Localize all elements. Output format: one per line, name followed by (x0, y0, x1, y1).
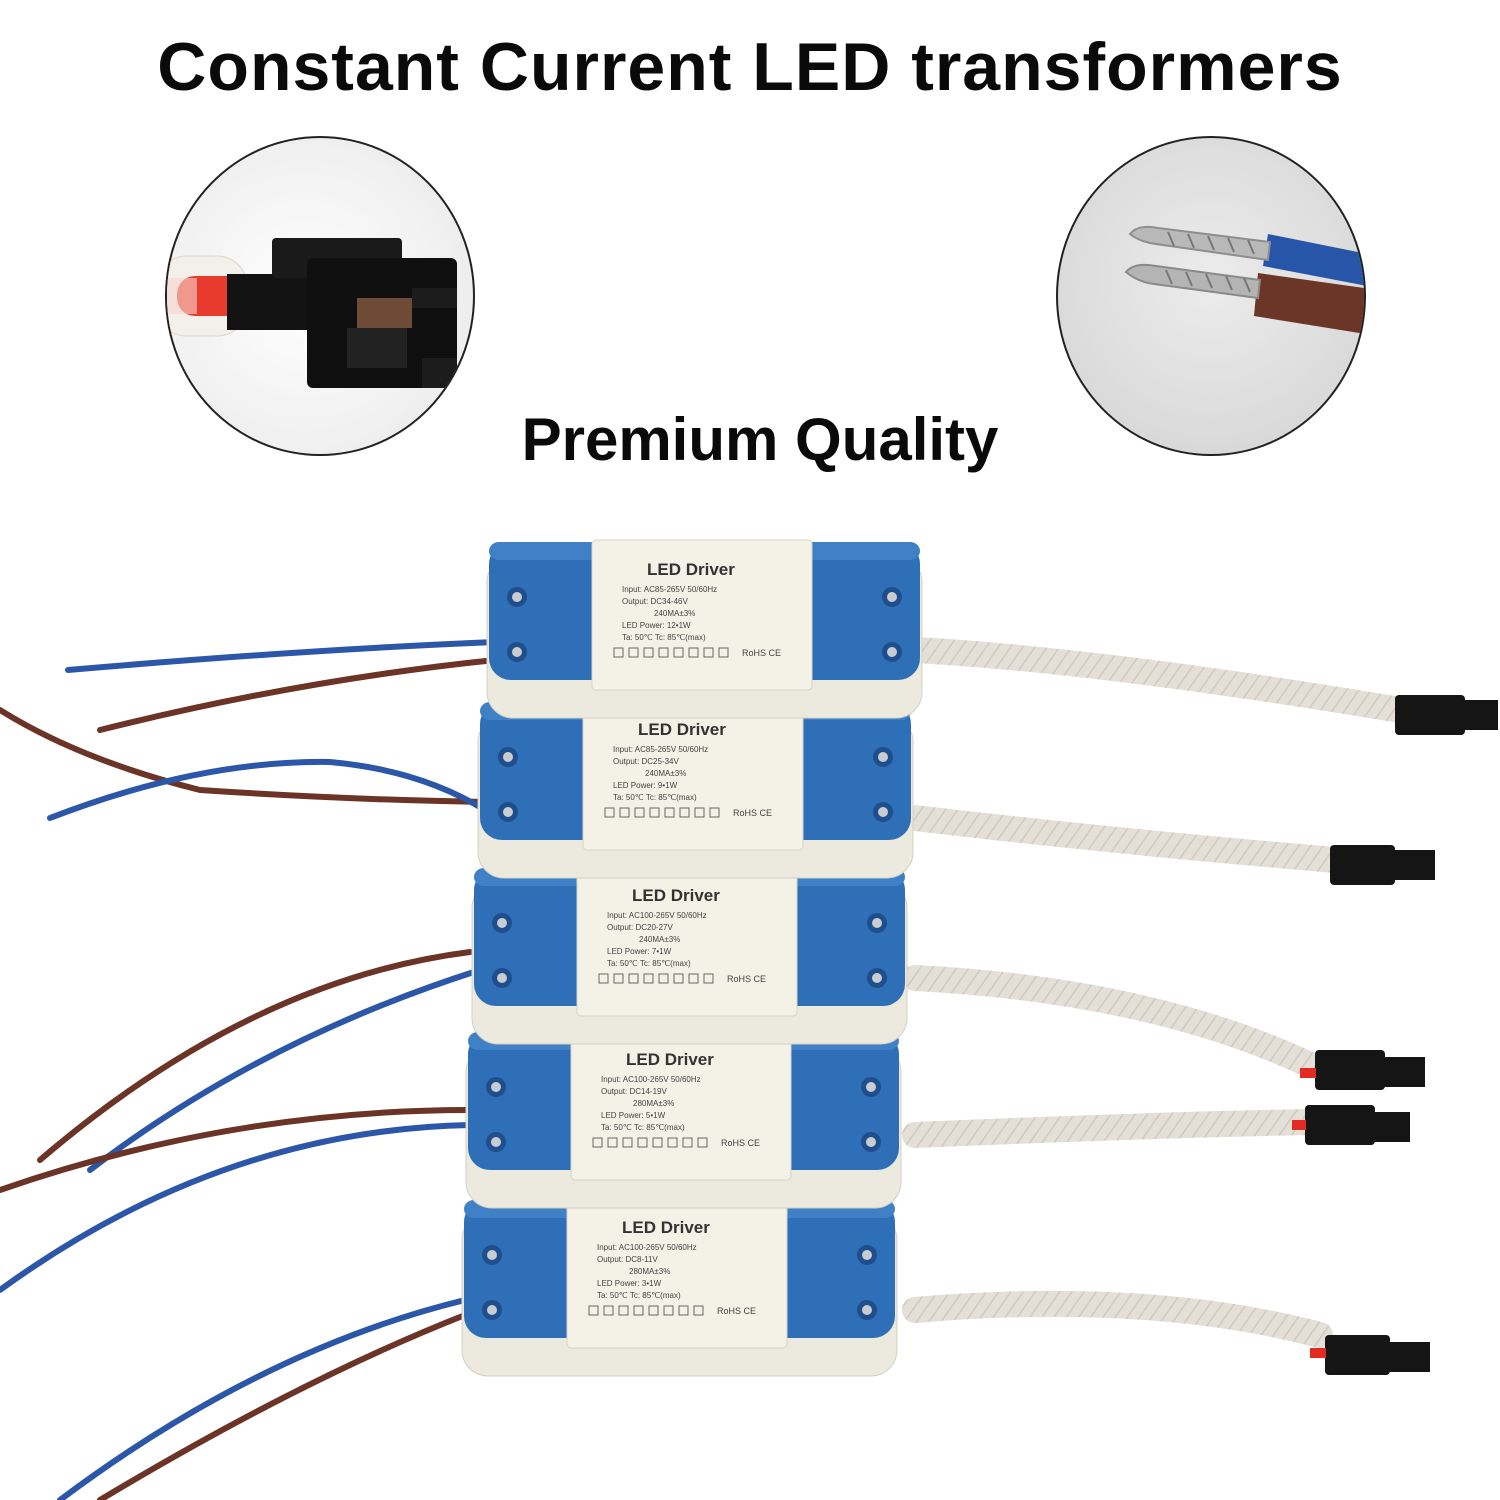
driver-temp: Ta: 50℃ Tc: 85℃(max) (597, 1291, 681, 1300)
driver-output: Output: DC8-11V (597, 1255, 658, 1264)
driver-current: 240MA±3% (639, 935, 680, 944)
driver-marks: RoHS CE (742, 648, 781, 658)
driver-current: 240MA±3% (654, 609, 695, 618)
driver-input: Input: AC100-265V 50/60Hz (607, 911, 707, 920)
driver-input: Input: AC85-265V 50/60Hz (613, 745, 708, 754)
output-cables (902, 637, 1498, 1375)
page-subtitle: Premium Quality (521, 406, 999, 473)
driver-output: Output: DC20-27V (607, 923, 673, 932)
driver-name: LED Driver (638, 720, 726, 739)
driver-power: LED Power: 9•1W (613, 781, 678, 790)
input-wires (0, 639, 498, 1500)
driver-name: LED Driver (647, 560, 735, 579)
driver-current: 280MA±3% (633, 1099, 674, 1108)
driver-power: LED Power: 7•1W (607, 947, 672, 956)
driver-output: Output: DC25-34V (613, 757, 679, 766)
driver-marks: RoHS CE (717, 1306, 756, 1316)
driver-power: LED Power: 12•1W (622, 621, 691, 630)
driver-name: LED Driver (626, 1050, 714, 1069)
driver-name: LED Driver (632, 886, 720, 905)
driver-input: Input: AC100-265V 50/60Hz (597, 1243, 697, 1252)
page-title: Constant Current LED transformers (157, 29, 1343, 105)
driver-current: 240MA±3% (645, 769, 686, 778)
stripped-wires-closeup (1056, 136, 1366, 456)
driver-input: Input: AC85-265V 50/60Hz (622, 585, 717, 594)
driver-temp: Ta: 50℃ Tc: 85℃(max) (622, 633, 706, 642)
driver-temp: Ta: 50℃ Tc: 85℃(max) (601, 1123, 685, 1132)
driver-current: 280MA±3% (629, 1267, 670, 1276)
driver-temp: Ta: 50℃ Tc: 85℃(max) (607, 959, 691, 968)
driver-power: LED Power: 5•1W (601, 1111, 666, 1120)
driver-input: Input: AC100-265V 50/60Hz (601, 1075, 701, 1084)
driver-name: LED Driver (622, 1218, 710, 1237)
driver-marks: RoHS CE (733, 808, 772, 818)
driver-output: Output: DC14-19V (601, 1087, 667, 1096)
driver-power: LED Power: 3•1W (597, 1279, 662, 1288)
driver-output: Output: DC34-46V (622, 597, 688, 606)
driver-temp: Ta: 50℃ Tc: 85℃(max) (613, 793, 697, 802)
driver-marks: RoHS CE (727, 974, 766, 984)
connector-closeup (165, 136, 475, 456)
driver-marks: RoHS CE (721, 1138, 760, 1148)
